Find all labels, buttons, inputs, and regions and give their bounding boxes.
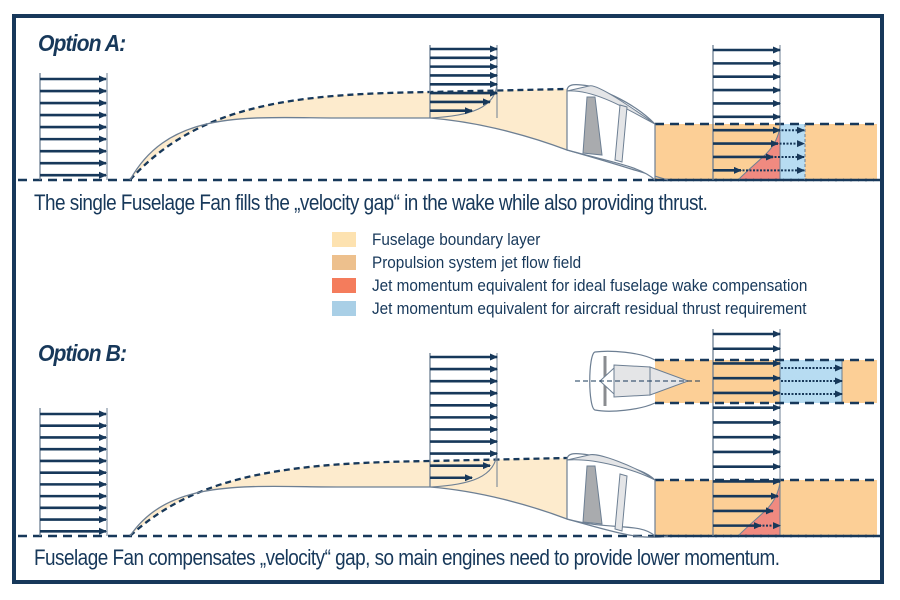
legend-label: Jet momentum equivalent for aircraft res… xyxy=(372,298,807,318)
legend-label: Propulsion system jet flow field xyxy=(372,252,582,272)
option-b-title: Option B: xyxy=(38,340,127,366)
legend: Fuselage boundary layer Propulsion syste… xyxy=(332,228,856,320)
fuselage-surface xyxy=(129,116,669,181)
legend-item-residual-thrust: Jet momentum equivalent for aircraft res… xyxy=(332,297,856,320)
legend-swatch xyxy=(332,278,356,293)
nacelle-lip xyxy=(566,454,656,481)
residual-thrust-region xyxy=(780,124,805,180)
fuselage-surface xyxy=(129,485,669,538)
wake-compensation-region xyxy=(738,124,780,180)
legend-swatch xyxy=(332,232,356,247)
option-b-caption: Fuselage Fan compensates „velocity“ gap,… xyxy=(34,545,780,570)
boundary-layer-profile-curve xyxy=(429,451,498,488)
legend-item-jet-flow: Propulsion system jet flow field xyxy=(332,251,856,274)
legend-item-wake-compensation: Jet momentum equivalent for ideal fusela… xyxy=(332,274,856,297)
legend-item-boundary-layer: Fuselage boundary layer xyxy=(332,228,856,251)
fan-rotor-blade xyxy=(582,465,603,525)
legend-swatch xyxy=(332,301,356,316)
option-a-title: Option A: xyxy=(38,30,126,56)
fan-stator-vane xyxy=(614,473,628,532)
legend-swatch xyxy=(332,255,356,270)
legend-label: Fuselage boundary layer xyxy=(372,229,541,249)
option-a-caption: The single Fuselage Fan fills the „veloc… xyxy=(34,190,708,215)
fan-rotor-blade xyxy=(582,96,603,156)
boundary-layer-region xyxy=(130,458,567,536)
fan-stator-vane xyxy=(614,104,628,163)
boundary-layer-edge xyxy=(129,456,568,537)
fuselage-fan-nacelle xyxy=(566,452,656,538)
wake-compensation-region xyxy=(738,480,780,536)
boundary-layer-region xyxy=(130,89,567,180)
boundary-layer-edge xyxy=(129,87,568,181)
nacelle-lip xyxy=(566,85,656,125)
legend-label: Jet momentum equivalent for ideal fusela… xyxy=(372,275,808,295)
